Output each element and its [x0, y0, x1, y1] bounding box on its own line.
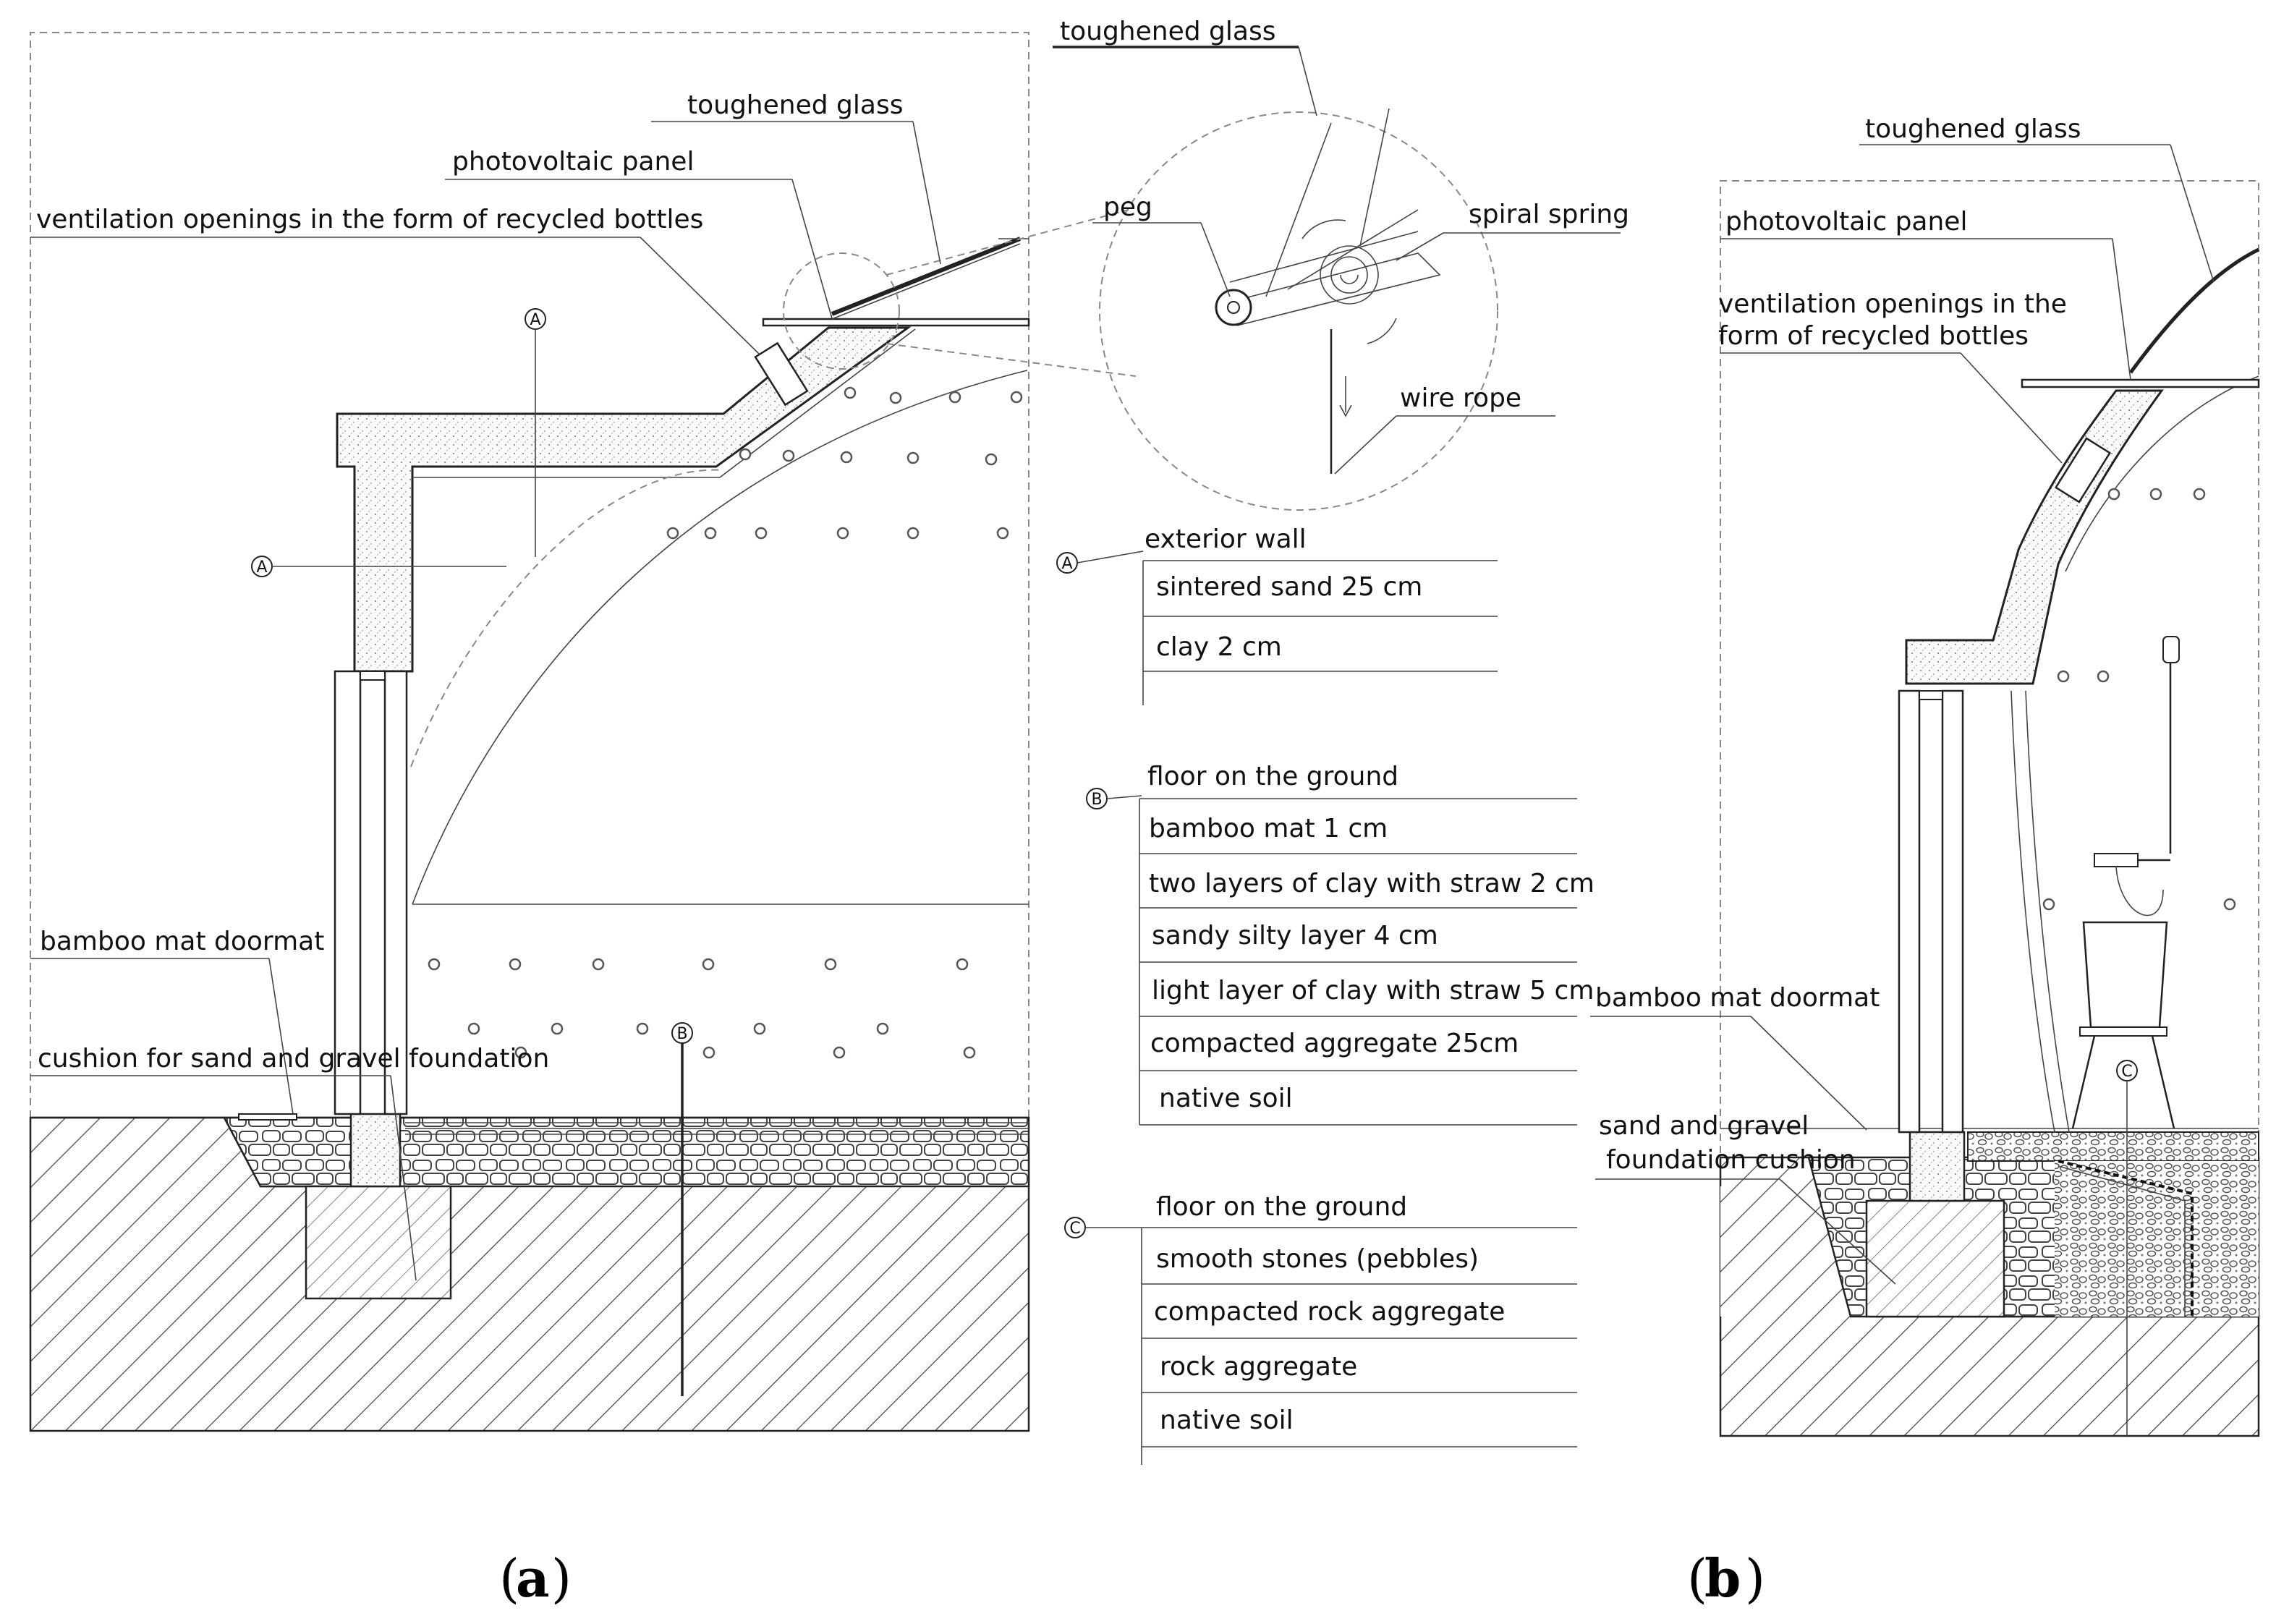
- exterior-wall-a: [336, 326, 912, 673]
- legend-b-layer: bamboo mat 1 cm: [1149, 814, 1388, 843]
- wall-holes-a: [428, 386, 1023, 1059]
- section-marker-b: B: [671, 1022, 693, 1396]
- svg-text:A: A: [256, 558, 267, 577]
- wall-holes-b: [2042, 488, 2236, 911]
- photovoltaic-panel-b: [2021, 378, 2260, 388]
- ventilation-bottle-a: [754, 341, 809, 407]
- svg-text:b: b: [1704, 1547, 1741, 1609]
- label-photovoltaic-panel: photovoltaic panel: [452, 147, 694, 177]
- label-bamboo-doormat-a: bamboo mat doormat: [40, 927, 324, 956]
- label-ventilation-b-line1: ventilation openings in the: [1718, 289, 2067, 319]
- svg-text:a: a: [516, 1547, 550, 1609]
- photovoltaic-panel-a: [762, 318, 1030, 327]
- foundation-cushion-b: [1908, 1131, 1966, 1202]
- section-marker-a-top: A: [525, 308, 546, 557]
- svg-text:(: (: [499, 1548, 519, 1609]
- foundation-cushion-a: [349, 1113, 402, 1188]
- legend-floor-b: B floor on the ground bamboo mat 1 cm tw…: [1086, 762, 1595, 1126]
- legend-c-layer: smooth stones (pebbles): [1156, 1244, 1479, 1274]
- caption-b: ( b ): [1687, 1547, 1765, 1609]
- label-photovoltaic-panel-b: photovoltaic panel: [1725, 207, 1967, 237]
- bathing-stool: [2071, 921, 2175, 1129]
- door-frame-b: [1898, 689, 1921, 1134]
- shower-fixture: [2094, 636, 2180, 917]
- toughened-glass-b: [2128, 247, 2260, 374]
- label-peg: peg: [1103, 192, 1152, 222]
- panel-b-frame: [1720, 180, 2259, 1436]
- svg-text:(: (: [1687, 1548, 1707, 1609]
- foundation-footing-a: [305, 1185, 452, 1300]
- legend-b-layer: light layer of clay with straw 5 cm: [1152, 976, 1594, 1006]
- panel-b: C toughened glass photovoltaic panel ven…: [1590, 114, 2260, 1437]
- label-spiral-spring: spiral spring: [1469, 200, 1629, 229]
- detail-callout-circle: [783, 252, 900, 370]
- svg-text:B: B: [1091, 791, 1102, 809]
- svg-text:B: B: [676, 1025, 687, 1043]
- legend-a-layer: sintered sand 25 cm: [1156, 572, 1422, 602]
- legend-c-title: floor on the ground: [1156, 1192, 1407, 1222]
- label-cushion-foundation: cushion for sand and gravel foundation: [38, 1044, 549, 1074]
- label-toughened-glass-top: toughened glass: [1060, 17, 1275, 46]
- label-ventilation-b-line2: form of recycled bottles: [1718, 321, 2029, 351]
- legend-c-layer: compacted rock aggregate: [1154, 1297, 1505, 1327]
- toughened-glass-a: [831, 237, 1022, 316]
- section-marker-c: C: [2116, 1060, 2138, 1436]
- panel-a-frame: [30, 32, 1029, 1118]
- exterior-wall-b: [1905, 389, 2164, 685]
- legend-exterior-wall: A exterior wall sintered sand 25 cm clay…: [1056, 524, 1498, 705]
- caption-a: ( a ): [499, 1547, 572, 1609]
- legend-floor-c: C floor on the ground smooth stones (peb…: [1064, 1192, 1577, 1465]
- svg-text:): ): [1745, 1548, 1765, 1609]
- legend-c-layer: rock aggregate: [1160, 1352, 1357, 1382]
- legend-b-layer: native soil: [1159, 1084, 1293, 1113]
- legend-c-layer: native soil: [1160, 1406, 1294, 1435]
- pebbles-layer-b: [1967, 1131, 2259, 1162]
- dome-curve-dashed-a: [410, 469, 724, 768]
- legend-a-title: exterior wall: [1145, 524, 1307, 554]
- section-marker-a-left: A: [251, 556, 506, 577]
- door-frame-a: [334, 670, 362, 1115]
- legend-b-layer: two layers of clay with straw 2 cm: [1149, 869, 1595, 898]
- label-toughened-glass: toughened glass: [687, 90, 903, 120]
- svg-text:C: C: [1069, 1220, 1080, 1238]
- svg-text:C: C: [2121, 1063, 2132, 1081]
- svg-text:A: A: [530, 311, 540, 329]
- dome-curve-a: [412, 370, 1028, 905]
- label-sand-gravel-line2: foundation cushion: [1606, 1145, 1856, 1175]
- ventilation-bottle-b: [2054, 437, 2112, 503]
- svg-text:A: A: [1061, 555, 1072, 573]
- legend-b-title: floor on the ground: [1147, 762, 1398, 791]
- legend-b-layer: sandy silty layer 4 cm: [1152, 921, 1438, 951]
- panel-a: A A B toughened glass toughened glass ph…: [29, 17, 1629, 1432]
- label-bamboo-doormat-b: bamboo mat doormat: [1595, 983, 1880, 1013]
- label-ventilation-openings: ventilation openings in the form of recy…: [36, 205, 703, 234]
- legend-a-layer: clay 2 cm: [1156, 632, 1282, 662]
- legend-b-layer: compacted aggregate 25cm: [1150, 1029, 1519, 1058]
- label-toughened-glass-b: toughened glass: [1865, 114, 2081, 144]
- foundation-footing-b: [1865, 1199, 2005, 1318]
- label-wire-rope: wire rope: [1400, 383, 1521, 413]
- label-sand-gravel-line1: sand and gravel: [1599, 1111, 1809, 1141]
- detail-peg-spring: [1099, 108, 1498, 511]
- bamboo-doormat-a: [238, 1113, 297, 1121]
- svg-text:): ): [551, 1548, 572, 1609]
